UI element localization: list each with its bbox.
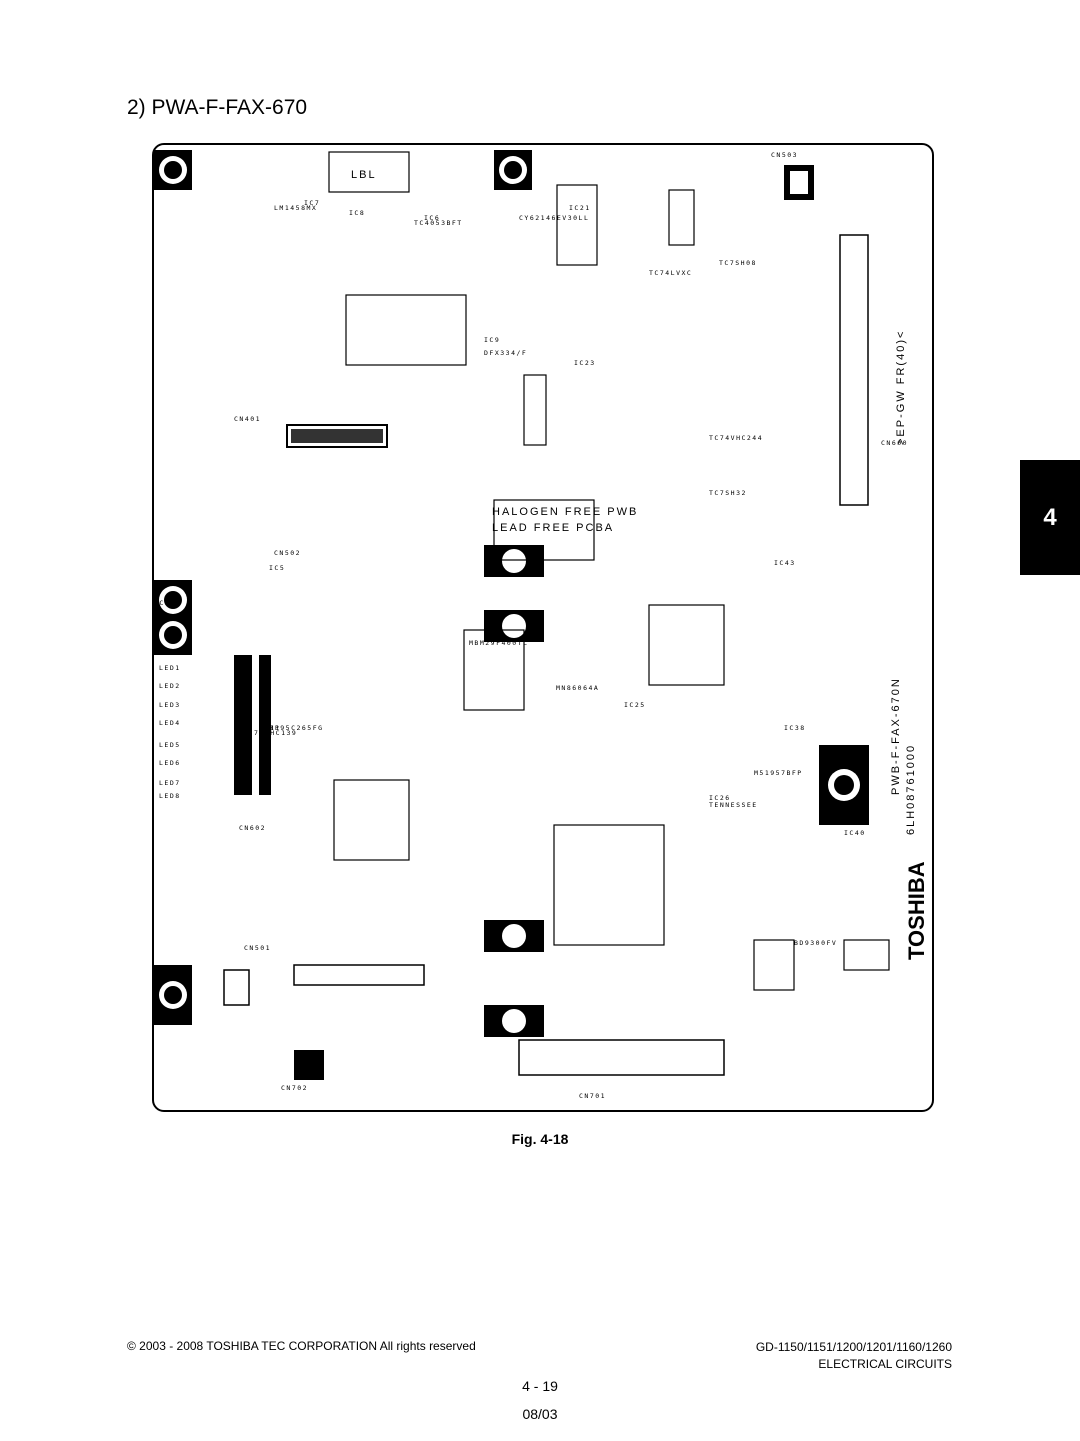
connector-name: CN401 (234, 415, 261, 423)
led-name: LED6 (159, 759, 181, 767)
ic-name: IC6 (424, 214, 440, 222)
section-name: ELECTRICAL CIRCUITS (818, 1357, 952, 1371)
led-name: LED4 (159, 719, 181, 727)
chip-name: BD9300FV (794, 939, 837, 947)
led-name: LED1 (159, 664, 181, 672)
ic-name: IC21 (569, 204, 591, 212)
chip-name: TC7SH32 (709, 489, 747, 497)
chip-name: TC74LVXC (649, 269, 692, 277)
page-number: 4 - 19 (522, 1378, 558, 1394)
ic-name: IC23 (574, 359, 596, 367)
led-name: LED3 (159, 701, 181, 709)
chip-name: TMP95C265FG (264, 724, 324, 732)
pcb-board-diagram: LBL HALOGEN FREE PWB LEAD FREE PCBA >EP-… (152, 143, 934, 1112)
mounting-holes (154, 150, 869, 1037)
led-name: LED7 (159, 779, 181, 787)
connector-name: CN600 (881, 439, 908, 447)
connectors-graphics (223, 165, 869, 1080)
footer-model-block: GD-1150/1151/1200/1201/1160/1260 ELECTRI… (756, 1339, 952, 1373)
ic-name: IC43 (774, 559, 796, 567)
ic-name: IC38 (784, 724, 806, 732)
chip-name: M51957BFP (754, 769, 803, 777)
label-lbl: LBL (351, 169, 377, 181)
ic-name: IC26 (709, 794, 731, 802)
ic-name: IC9 (484, 336, 500, 344)
chapter-tab: 4 (1020, 460, 1080, 575)
chip-name: 74VHC139 (254, 729, 297, 737)
revision-date: 08/03 (522, 1406, 558, 1422)
halogen-free-label: HALOGEN FREE PWB (492, 506, 638, 518)
chip-name: CY62146EV30LL (519, 214, 589, 222)
connector-name: CN602 (239, 824, 266, 832)
pcb-layout: LBL HALOGEN FREE PWB LEAD FREE PCBA >EP-… (154, 150, 929, 1100)
chip-name: TENNESSEE (709, 801, 758, 809)
ic-name: IC8 (349, 209, 365, 217)
chip-name: LM1458MX (274, 204, 317, 212)
connector-name: CN501 (244, 944, 271, 952)
chip-name: MBM29F400TC (469, 639, 529, 647)
ic-name: IC25 (624, 701, 646, 709)
connector-name: CN702 (281, 1084, 308, 1092)
large-chips (328, 151, 890, 991)
board-serial: 6LH08761000 (905, 744, 917, 835)
led-block (234, 655, 271, 795)
ic-name: IC3 (154, 599, 170, 607)
figure-caption: Fig. 4-18 (511, 1131, 569, 1147)
chip-name: TC74VHC244 (709, 434, 763, 442)
connector-name: CN503 (771, 151, 798, 159)
connector-name: CN502 (274, 549, 301, 557)
connector-part-label: >EP-GW FR(40)< (895, 330, 907, 445)
chip-name: TC7SH08 (719, 259, 757, 267)
led-name: LED5 (159, 741, 181, 749)
ic-name: IC16 (484, 631, 506, 639)
chip-name-labels: LM1458MX CY62146EV30LL TC74LVXC TC7SH08TC7S… (254, 204, 837, 947)
ic-name-labels: IC7IC6IC21IC8IC9IC23IC3IC5IC16IC25IC26IC… (154, 199, 866, 837)
section-heading: 2) PWA-F-FAX-670 (127, 96, 308, 119)
ic-name: IC5 (269, 564, 285, 572)
toshiba-logo-text: TOSHIBA (904, 861, 929, 960)
chip-name: DFX334/F (484, 349, 527, 357)
board-part-number: PWB-F-FAX-670N (890, 677, 902, 795)
ic-name: IC11 (259, 724, 281, 732)
chip-name: MN86064A (556, 684, 599, 692)
ic-name: IC7 (304, 199, 320, 207)
lead-free-label: LEAD FREE PCBA (492, 522, 614, 534)
copyright: © 2003 - 2008 TOSHIBA TEC CORPORATION Al… (127, 1339, 476, 1353)
led-name: LED8 (159, 792, 181, 800)
connector-name: CN701 (579, 1092, 606, 1100)
chip-name: TC4053BFT (414, 219, 463, 227)
board-text: LBL HALOGEN FREE PWB LEAD FREE PCBA >EP-… (351, 169, 929, 960)
ic-name: IC40 (844, 829, 866, 837)
led-name: LED2 (159, 682, 181, 690)
model-list: GD-1150/1151/1200/1201/1160/1260 (755, 1340, 952, 1354)
